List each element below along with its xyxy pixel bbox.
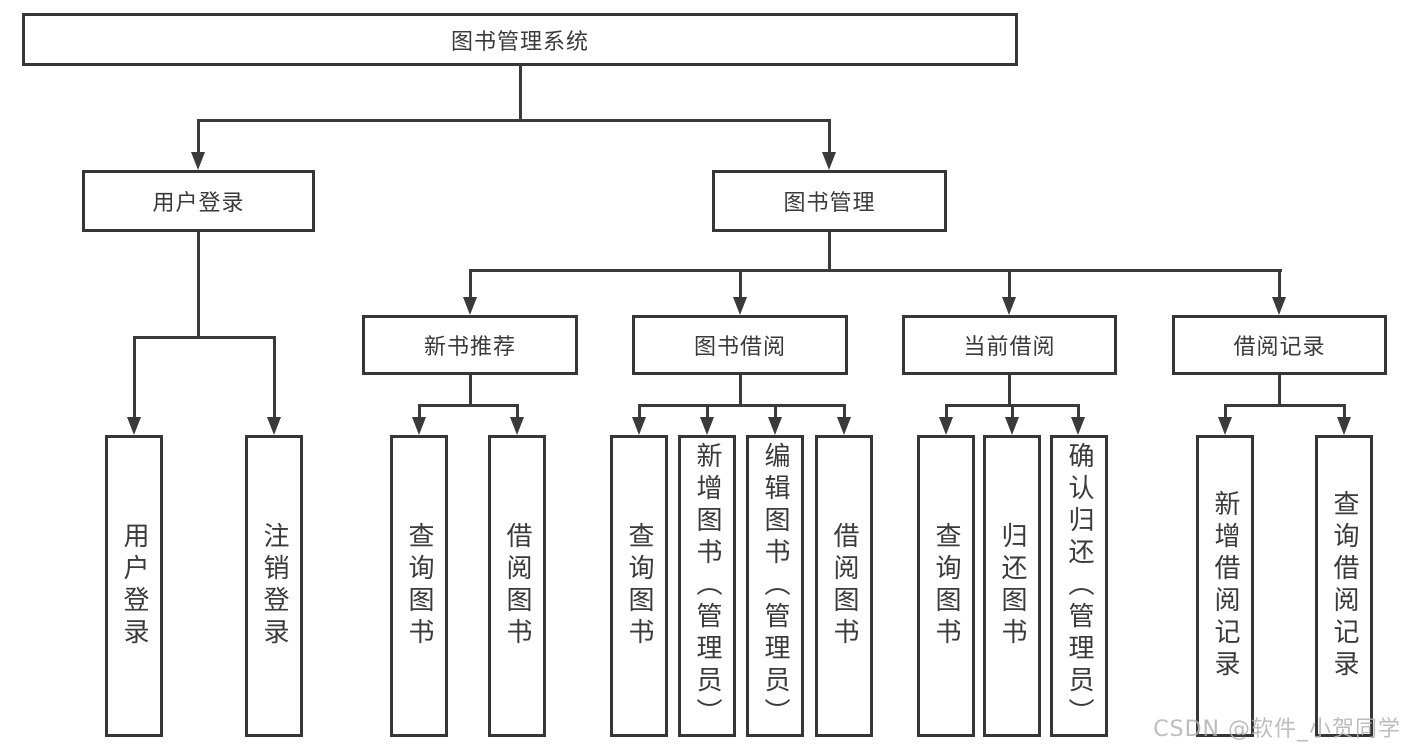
node-label: 借阅记录 (1233, 335, 1326, 360)
arrow-down-icon (733, 297, 747, 315)
connector-line-vertical (516, 407, 519, 419)
node-label: 图书管理 (783, 191, 876, 216)
node-label: 用户登录 (119, 522, 149, 650)
connector-line-vertical (1011, 407, 1014, 419)
arrow-down-icon (822, 152, 836, 170)
connector-line-vertical (1077, 407, 1080, 419)
node-user-login: 用户登录 (82, 170, 315, 232)
connector-line-vertical (945, 407, 948, 419)
arrow-down-icon (700, 417, 714, 435)
connector-line-vertical (1278, 272, 1281, 299)
node-label: 归还图书 (997, 522, 1027, 650)
arrow-down-icon (837, 417, 851, 435)
leaf-add-book-admin: 新增图书（管理员） (678, 435, 736, 737)
node-current-borrowing: 当前借阅 (902, 315, 1117, 375)
leaf-query-books-recommend: 查询图书 (390, 435, 448, 737)
arrow-down-icon (127, 417, 141, 435)
leaf-borrow-books-borrowing: 借阅图书 (815, 435, 873, 737)
node-library-management-system: 图书管理系统 (22, 13, 1018, 66)
connector-line-horizontal (418, 404, 519, 407)
connector-line-vertical (774, 407, 777, 419)
connector-line-vertical (418, 407, 421, 419)
connector-line-vertical (1008, 375, 1011, 406)
node-label: 查询图书 (931, 522, 961, 650)
arrow-down-icon (1218, 417, 1232, 435)
connector-line-vertical (273, 339, 276, 419)
connector-line-vertical (469, 375, 472, 406)
arrow-down-icon (768, 417, 782, 435)
connector-line-vertical (828, 232, 831, 272)
node-label: 当前借阅 (963, 335, 1056, 360)
leaf-logout: 注销登录 (245, 435, 303, 737)
arrow-down-icon (1071, 417, 1085, 435)
leaf-edit-book-admin: 编辑图书（管理员） (746, 435, 804, 737)
connector-line-vertical (1343, 407, 1346, 419)
node-label: 图书借阅 (693, 335, 786, 360)
node-new-book-recommendation: 新书推荐 (362, 315, 578, 375)
arrow-down-icon (1005, 417, 1019, 435)
arrow-down-icon (1272, 297, 1286, 315)
arrow-down-icon (1337, 417, 1351, 435)
arrow-down-icon (267, 417, 281, 435)
node-label: 用户登录 (152, 191, 245, 216)
connector-line-vertical (739, 375, 742, 406)
leaf-query-books-current: 查询图书 (917, 435, 975, 737)
connector-line-vertical (739, 272, 742, 299)
arrow-down-icon (1002, 297, 1016, 315)
node-book-borrowing: 图书借阅 (632, 315, 848, 375)
node-label: 图书管理系统 (450, 29, 589, 55)
node-label: 查询图书 (404, 522, 434, 650)
connector-line-vertical (197, 232, 200, 339)
arrow-down-icon (939, 417, 953, 435)
connector-line-vertical (843, 407, 846, 419)
arrow-down-icon (632, 417, 646, 435)
arrow-down-icon (510, 417, 524, 435)
connector-line-vertical (828, 122, 831, 154)
connector-line-vertical (1224, 407, 1227, 419)
node-label: 新书推荐 (423, 335, 516, 360)
connector-line-horizontal (197, 119, 831, 122)
connector-line-horizontal (469, 269, 1282, 272)
leaf-confirm-return-admin: 确认归还（管理员） (1050, 435, 1108, 737)
leaf-return-books: 归还图书 (983, 435, 1041, 737)
csdn-watermark: CSDN @软件_小贺同学 (1153, 717, 1401, 742)
node-label: 查询借阅记录 (1329, 490, 1359, 682)
leaf-borrow-books-recommend: 借阅图书 (488, 435, 546, 737)
node-borrowing-records: 借阅记录 (1172, 315, 1387, 375)
connector-line-vertical (469, 272, 472, 299)
connector-line-horizontal (945, 404, 1080, 407)
node-book-management: 图书管理 (712, 170, 947, 232)
node-label: 新增图书（管理员） (692, 442, 722, 730)
arrow-down-icon (412, 417, 426, 435)
leaf-user-login: 用户登录 (105, 435, 163, 737)
node-label: 注销登录 (259, 522, 289, 650)
node-label: 查询图书 (624, 522, 654, 650)
leaf-query-borrow-record: 查询借阅记录 (1315, 435, 1373, 737)
connector-line-vertical (1278, 375, 1281, 406)
connector-line-vertical (706, 407, 709, 419)
node-label: 新增借阅记录 (1210, 490, 1240, 682)
node-label: 确认归还（管理员） (1064, 442, 1094, 730)
node-label: 借阅图书 (829, 522, 859, 650)
node-label: 借阅图书 (502, 522, 532, 650)
leaf-query-books-borrowing: 查询图书 (610, 435, 668, 737)
arrow-down-icon (191, 152, 205, 170)
connector-line-vertical (197, 122, 200, 154)
connector-line-horizontal (638, 404, 846, 407)
connector-line-vertical (133, 339, 136, 419)
node-label: 编辑图书（管理员） (760, 442, 790, 730)
arrow-down-icon (463, 297, 477, 315)
connector-line-horizontal (1224, 404, 1346, 407)
connector-line-vertical (638, 407, 641, 419)
leaf-add-borrow-record: 新增借阅记录 (1196, 435, 1254, 737)
connector-line-vertical (1008, 272, 1011, 299)
connector-line-horizontal (133, 336, 276, 339)
connector-line-vertical (519, 66, 522, 122)
